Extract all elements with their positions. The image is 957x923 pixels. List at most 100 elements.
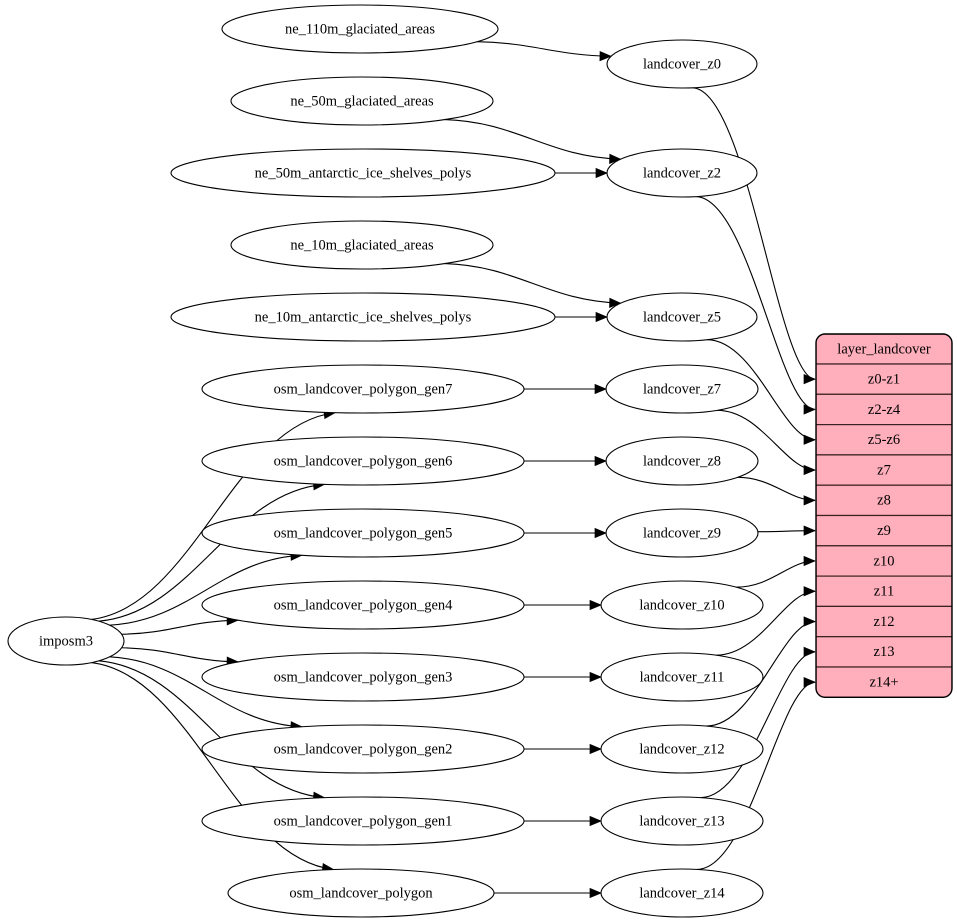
table-row-label: z13 [874, 644, 895, 660]
table-row[interactable] [816, 363, 952, 395]
node-label: landcover_z9 [643, 525, 721, 541]
node-shape [605, 508, 759, 558]
node-shape [600, 724, 764, 774]
edge-ne_10m_glaciated_areas-to-landcover_z5 [444, 263, 621, 304]
node-label: osm_landcover_polygon_gen5 [274, 525, 453, 541]
node-label: ne_50m_glaciated_areas [290, 93, 434, 109]
node-imposm3[interactable]: imposm3 [7, 616, 125, 666]
node-osm_landcover_polygon[interactable]: osm_landcover_polygon [227, 868, 495, 918]
edge-arrowhead [589, 599, 602, 611]
node-osm_landcover_polygon_gen2[interactable]: osm_landcover_polygon_gen2 [201, 724, 525, 774]
table-outline [815, 333, 953, 698]
edge-arrowhead [594, 455, 607, 467]
edge-imposm3-to-osm_landcover_polygon_gen7 [91, 412, 336, 620]
edge-arrowhead [599, 50, 612, 62]
node-shape [600, 652, 764, 702]
node-shape [201, 796, 525, 846]
node-landcover_z8[interactable]: landcover_z8 [605, 436, 759, 486]
edge-arrowhead [803, 525, 816, 536]
table-row[interactable] [816, 545, 952, 577]
edge-arrowhead [595, 167, 608, 179]
edge-imposm3-to-osm_landcover_polygon_gen3 [121, 647, 239, 663]
node-label: osm_landcover_polygon_gen2 [274, 741, 453, 757]
edge-arrowhead [803, 677, 816, 688]
node-label: osm_landcover_polygon_gen6 [274, 453, 453, 469]
edge-landcover_z12-to-layer_landcover_z12 [706, 621, 816, 727]
node-osm_landcover_polygon_gen6[interactable]: osm_landcover_polygon_gen6 [201, 436, 525, 486]
edge-arrowhead [589, 743, 602, 755]
node-label: ne_10m_glaciated_areas [290, 237, 434, 253]
edge-arrowhead [803, 555, 816, 567]
table-row-label: z0-z1 [868, 371, 900, 387]
edge-arrowhead [609, 297, 622, 308]
table-row-label: z12 [874, 614, 895, 630]
edge-arrowhead [594, 527, 607, 539]
node-landcover_z11[interactable]: landcover_z11 [600, 652, 764, 702]
node-landcover_z9[interactable]: landcover_z9 [605, 508, 759, 558]
node-landcover_z12[interactable]: landcover_z12 [600, 724, 764, 774]
node-label: ne_10m_antarctic_ice_shelves_polys [255, 309, 472, 325]
table-row-label: z14+ [869, 674, 898, 690]
node-shape [221, 4, 499, 54]
node-shape [201, 580, 525, 630]
node-osm_landcover_polygon_gen1[interactable]: osm_landcover_polygon_gen1 [201, 796, 525, 846]
node-landcover_z0[interactable]: landcover_z0 [606, 39, 758, 89]
node-shape [201, 436, 525, 486]
edge-ne_110m_glaciated_areas-to-landcover_z0 [477, 41, 611, 57]
table-row[interactable] [816, 454, 952, 486]
node-label: landcover_z5 [643, 309, 721, 325]
edge-landcover_z13-to-layer_landcover_z13 [700, 651, 816, 799]
edge-landcover_z0-to-layer_landcover_z0-z1 [692, 87, 816, 380]
edge-imposm3-to-osm_landcover_polygon_gen4 [121, 619, 239, 635]
table-row-label: z2-z4 [868, 402, 901, 418]
node-osm_landcover_polygon_gen7[interactable]: osm_landcover_polygon_gen7 [201, 364, 525, 414]
table-row[interactable] [816, 424, 952, 456]
edge-imposm3-to-osm_landcover_polygon [91, 662, 334, 871]
table-row-label: z5-z6 [868, 432, 900, 448]
table-row[interactable] [816, 605, 952, 638]
table-row[interactable] [816, 636, 952, 668]
node-shape [605, 436, 759, 486]
node-shape [201, 724, 525, 774]
table-row[interactable] [816, 484, 952, 517]
node-ne_110m_glaciated_areas[interactable]: ne_110m_glaciated_areas [221, 4, 499, 54]
node-ne_10m_antarctic_ice_shelves_polys[interactable]: ne_10m_antarctic_ice_shelves_polys [170, 292, 556, 342]
node-osm_landcover_polygon_gen5[interactable]: osm_landcover_polygon_gen5 [201, 508, 525, 558]
node-label: landcover_z10 [639, 597, 724, 613]
table-row-label: z11 [874, 584, 894, 600]
table-row[interactable] [816, 666, 952, 698]
node-label: landcover_z13 [639, 813, 724, 829]
node-ne_10m_glaciated_areas[interactable]: ne_10m_glaciated_areas [230, 220, 494, 270]
node-landcover_z13[interactable]: landcover_z13 [600, 796, 764, 846]
table-row[interactable] [816, 514, 952, 547]
node-landcover_z10[interactable]: landcover_z10 [600, 580, 764, 630]
edge-arrowhead [609, 153, 622, 164]
node-shape [606, 39, 758, 89]
node-shape [600, 580, 764, 630]
table-row-label: z8 [877, 493, 891, 509]
edge-arrowhead [803, 616, 816, 627]
edge-arrowhead [803, 404, 816, 415]
edge-imposm3-to-osm_landcover_polygon_gen1 [98, 660, 325, 799]
node-label: osm_landcover_polygon_gen3 [274, 669, 453, 685]
node-label: landcover_z11 [640, 669, 725, 685]
edge-imposm3-to-osm_landcover_polygon_gen6 [98, 483, 325, 622]
node-shape [230, 76, 494, 126]
node-label: ne_50m_antarctic_ice_shelves_polys [255, 165, 472, 181]
node-landcover_z2[interactable]: landcover_z2 [606, 148, 758, 198]
edge-arrowhead [589, 671, 602, 683]
layer-landcover-table[interactable]: layer_landcoverz0-z1z2-z4z5-z6z7z8z9z10z… [815, 333, 953, 698]
node-osm_landcover_polygon_gen3[interactable]: osm_landcover_polygon_gen3 [201, 652, 525, 702]
edge-imposm3-to-osm_landcover_polygon_gen2 [109, 656, 302, 728]
node-landcover_z5[interactable]: landcover_z5 [606, 292, 758, 342]
node-label: landcover_z0 [643, 56, 721, 72]
edge-arrowhead [803, 464, 816, 476]
node-label: osm_landcover_polygon [289, 885, 433, 901]
edge-ne_50m_glaciated_areas-to-landcover_z2 [444, 119, 621, 160]
node-landcover_z7[interactable]: landcover_z7 [605, 364, 759, 414]
node-ne_50m_glaciated_areas[interactable]: ne_50m_glaciated_areas [230, 76, 494, 126]
node-landcover_z14[interactable]: landcover_z14 [600, 868, 764, 918]
node-osm_landcover_polygon_gen4[interactable]: osm_landcover_polygon_gen4 [201, 580, 525, 630]
node-ne_50m_antarctic_ice_shelves_polys[interactable]: ne_50m_antarctic_ice_shelves_polys [170, 148, 556, 198]
